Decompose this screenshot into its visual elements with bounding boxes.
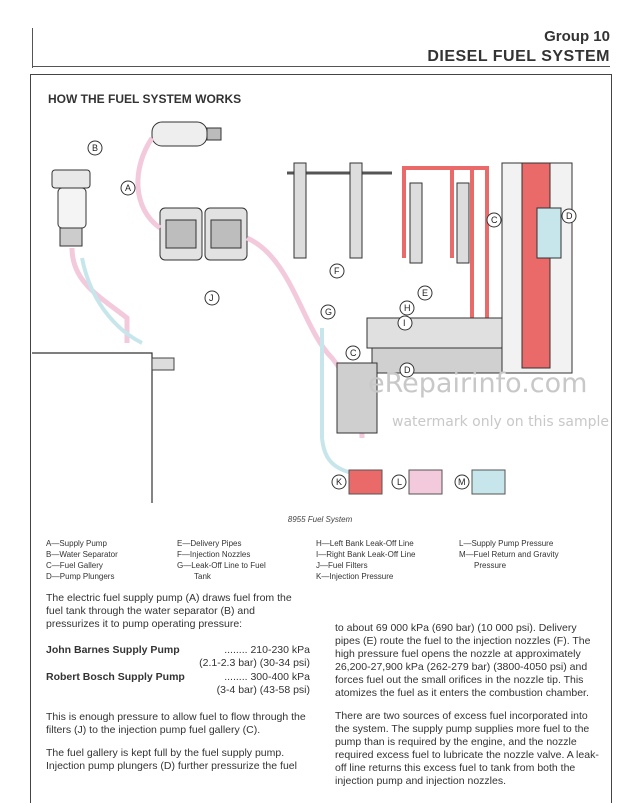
injection-pump: [336, 317, 518, 434]
fuel-system-diagram: B A J F E H I G C D C D K L M: [32, 121, 577, 503]
legend-item: Tank: [194, 572, 211, 581]
legend-item: D—Pump Plungers: [46, 572, 115, 581]
spec-robert-bosch-units: (3-4 bar) (43-58 psi): [46, 684, 310, 696]
spec-value: ........ 300-400 kPa: [224, 671, 310, 683]
paragraph: The electric fuel supply pump (A) draws …: [46, 592, 292, 630]
left-column-intro: The electric fuel supply pump (A) draws …: [46, 592, 310, 641]
leak-off-line-g: [320, 328, 353, 475]
nozzle-detail: [501, 162, 573, 374]
delivery-pipe-2: [450, 166, 489, 318]
legend-item: A—Supply Pump: [46, 539, 107, 548]
svg-text:C: C: [350, 348, 357, 358]
return-line-tank: [80, 257, 143, 345]
header-divider: [32, 28, 33, 68]
svg-text:G: G: [325, 307, 332, 317]
spec-name: John Barnes Supply Pump: [46, 644, 180, 656]
legend-item: K—Injection Pressure: [316, 572, 394, 581]
group-label: Group 10: [544, 28, 610, 45]
water-separator: [51, 169, 91, 247]
svg-text:E: E: [422, 288, 428, 298]
supply-line-2: [135, 136, 162, 231]
svg-text:D: D: [566, 211, 573, 221]
injection-nozzles: [293, 162, 470, 264]
svg-text:H: H: [404, 303, 411, 313]
watermark-note: watermark only on this sample: [392, 414, 610, 430]
legend-item: Pressure: [474, 561, 507, 570]
paragraph: This is enough pressure to allow fuel to…: [46, 711, 306, 736]
section-title: HOW THE FUEL SYSTEM WORKS: [48, 92, 242, 106]
legend-item: M—Fuel Return and Gravity: [459, 550, 559, 559]
legend-item: L—Supply Pump Pressure: [459, 539, 554, 548]
svg-text:M: M: [458, 477, 466, 487]
paragraph: There are two sources of excess fuel inc…: [335, 710, 599, 787]
legend-item: I—Right Bank Leak-Off Line: [316, 550, 416, 559]
svg-text:J: J: [209, 293, 214, 303]
content-panel: [30, 74, 612, 803]
spec-john-barnes: John Barnes Supply Pump ........ 210-230…: [46, 644, 310, 656]
fuel-filters: [159, 207, 248, 261]
legend-column-4: L—Supply Pump Pressure M—Fuel Return and…: [459, 538, 559, 571]
legend-item: E—Delivery Pipes: [177, 539, 242, 548]
svg-text:A: A: [125, 183, 131, 193]
left-column-body: This is enough pressure to allow fuel to…: [46, 711, 310, 783]
spec-name: Robert Bosch Supply Pump: [46, 671, 185, 683]
supply-pump: [151, 121, 222, 147]
svg-text:B: B: [92, 143, 98, 153]
right-column-body: to about 69 000 kPa (690 bar) (10 000 ps…: [335, 622, 599, 798]
watermark-site: eRepairinfo.com: [368, 368, 588, 399]
spec-robert-bosch: Robert Bosch Supply Pump ........ 300-40…: [46, 671, 310, 683]
header-rule: [32, 66, 610, 67]
spec-value-units: (3-4 bar) (43-58 psi): [216, 684, 310, 696]
tank-bracket: [151, 357, 175, 371]
legend-column-1: A—Supply Pump B—Water Separator C—Fuel G…: [46, 538, 118, 582]
page-title: DIESEL FUEL SYSTEM: [427, 48, 610, 65]
legend-column-2: E—Delivery Pipes F—Injection Nozzles G—L…: [177, 538, 266, 582]
legend-item: J—Fuel Filters: [316, 561, 368, 570]
legend-item: B—Water Separator: [46, 550, 118, 559]
legend-item: G—Leak-Off Line to Fuel: [177, 561, 266, 570]
legend-column-3: H—Left Bank Leak-Off Line I—Right Bank L…: [316, 538, 415, 582]
svg-text:I: I: [403, 318, 406, 328]
legend-item: H—Left Bank Leak-Off Line: [316, 539, 414, 548]
paragraph: The fuel gallery is kept full by the fue…: [46, 747, 297, 772]
svg-text:K: K: [336, 477, 342, 487]
fuel-tank: [32, 352, 153, 503]
svg-text:F: F: [334, 266, 340, 276]
legend-item: F—Injection Nozzles: [177, 550, 251, 559]
figure-caption: 8955 Fuel System: [287, 515, 353, 524]
spec-john-barnes-units: (2.1-2.3 bar) (30-34 psi): [46, 657, 310, 669]
callout-labels: B A J F E H I G C D C D: [87, 140, 577, 378]
legend-item: C—Fuel Gallery: [46, 561, 103, 570]
spec-value: ........ 210-230 kPa: [224, 644, 310, 656]
delivery-pipe-1: [402, 166, 474, 318]
svg-text:L: L: [397, 477, 402, 487]
paragraph: to about 69 000 kPa (690 bar) (10 000 ps…: [335, 622, 591, 699]
svg-text:D: D: [404, 365, 411, 375]
svg-text:C: C: [491, 215, 498, 225]
spec-value-units: (2.1-2.3 bar) (30-34 psi): [199, 657, 310, 669]
pressure-key: K L M: [331, 469, 506, 495]
